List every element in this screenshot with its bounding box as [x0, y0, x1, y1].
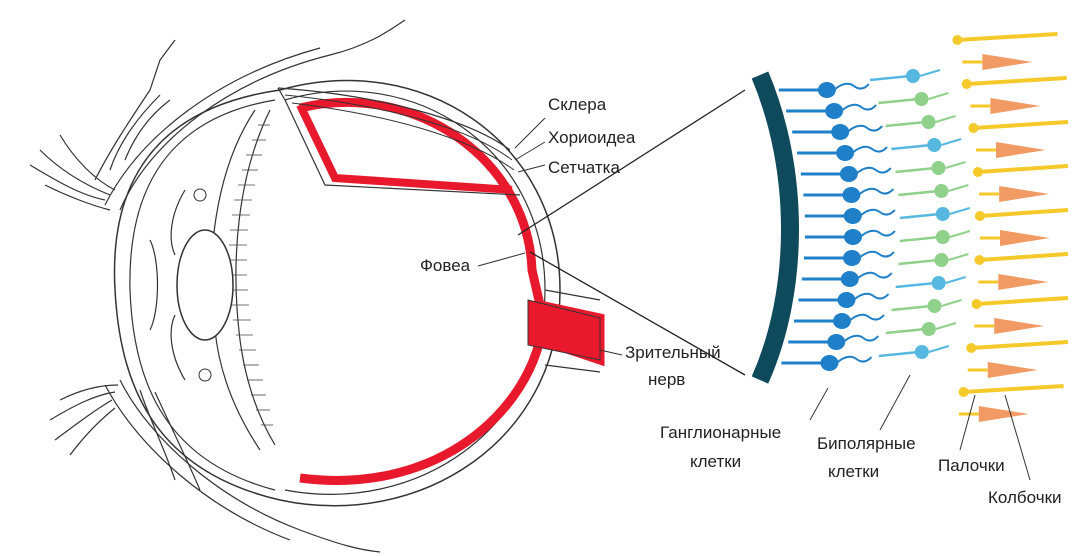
bipolar-label-line2: клетки	[828, 462, 879, 482]
choroid-label: Хориоидеа	[548, 128, 635, 148]
rod	[973, 166, 1068, 177]
bipolar-label-line1: Биполярные	[817, 434, 916, 454]
optic-nerve-label-line1: Зрительный	[625, 343, 721, 363]
ganglion-cell	[781, 355, 871, 371]
cone	[962, 54, 1032, 70]
ganglion-cell	[801, 166, 891, 182]
bipolar-cell	[898, 184, 968, 198]
ganglion-label-line2: клетки	[690, 452, 741, 472]
ganglion-cell	[804, 250, 894, 266]
bipolar-cell	[900, 230, 970, 244]
rod	[972, 298, 1068, 309]
rod	[975, 210, 1068, 221]
bipolar-cell	[878, 92, 948, 106]
bipolar-cell	[898, 253, 968, 267]
cone	[980, 230, 1050, 246]
fovea-label: Фовеа	[420, 256, 470, 276]
rod	[962, 78, 1067, 89]
ganglion-cell	[803, 187, 893, 203]
lens	[177, 230, 233, 340]
rod	[952, 34, 1057, 45]
cones-label: Колбочки	[988, 488, 1062, 508]
sclera-label: Склера	[548, 95, 606, 115]
rods-label: Палочки	[938, 456, 1005, 476]
cone	[968, 362, 1038, 378]
ganglion-cell	[788, 334, 878, 350]
bipolar-cell	[870, 69, 940, 83]
ganglion-cell	[794, 313, 884, 329]
rod	[974, 254, 1068, 265]
cone	[976, 142, 1046, 158]
bipolar-cell	[891, 138, 961, 152]
ganglion-cell	[779, 82, 869, 98]
ganglion-cell	[786, 103, 876, 119]
bipolar-cell	[896, 276, 966, 290]
retina-label: Сетчатка	[548, 158, 620, 178]
ganglion-cell	[792, 124, 882, 140]
ganglion-cell	[805, 229, 895, 245]
lower-eyelid	[50, 380, 380, 552]
cone	[979, 186, 1049, 202]
rod	[959, 386, 1064, 397]
ganglion-cell	[805, 208, 895, 224]
cone	[978, 274, 1048, 290]
retina-layer	[760, 75, 790, 380]
cone	[970, 98, 1040, 114]
bipolar-cell	[900, 207, 970, 221]
ganglion-cell	[802, 271, 892, 287]
bipolar-cell	[891, 299, 961, 313]
optic-nerve-label-line2: нерв	[648, 370, 685, 390]
bipolar-cell	[886, 115, 956, 129]
photoreceptors	[952, 34, 1068, 422]
ganglion-cell	[797, 145, 887, 161]
eyeball	[114, 80, 600, 505]
bipolar-cell	[886, 322, 956, 336]
bipolar-cell	[879, 345, 949, 359]
cone	[974, 318, 1044, 334]
rod	[966, 342, 1068, 353]
ganglion-cell	[798, 292, 888, 308]
bipolar-cell	[896, 161, 966, 175]
rod	[968, 122, 1068, 133]
ganglion-label-line1: Ганглионарные	[660, 423, 781, 443]
